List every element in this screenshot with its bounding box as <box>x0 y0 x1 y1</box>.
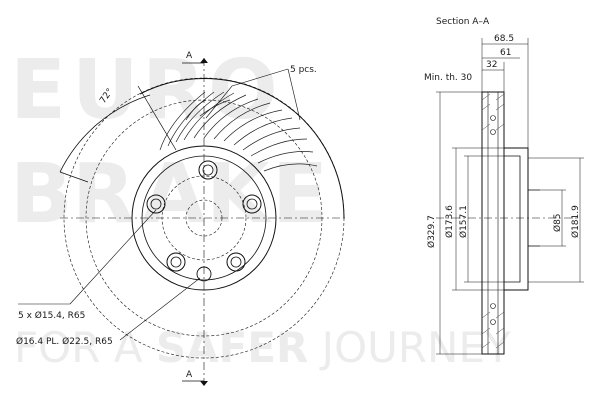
slogan-part-3: JOURNEY <box>308 323 511 372</box>
bolt-holes <box>146 160 262 282</box>
dim-61: 61 <box>500 48 511 58</box>
pilot-label: Ø16.4 PL. Ø22.5, R65 <box>16 336 113 347</box>
bolt-hole <box>198 160 218 180</box>
section-title: Section A–A <box>436 17 490 27</box>
section-marker-top: A <box>186 51 193 61</box>
watermark-letter-e1: E <box>10 43 66 138</box>
angle-ray-2 <box>59 171 89 183</box>
front-view: A A <box>16 51 345 386</box>
bolt-hole <box>226 252 246 272</box>
angle-ray-1 <box>137 85 177 151</box>
disc-visible-outline <box>139 78 345 219</box>
dim-157-1: Ø157.1 <box>458 205 469 238</box>
bolt-hole <box>166 252 186 272</box>
bolt-hole <box>146 194 166 214</box>
count-label: 5 pcs. <box>290 65 317 75</box>
disc-outer-edge <box>63 77 345 359</box>
vent-holes <box>490 115 496 325</box>
count-leader-2 <box>287 68 301 121</box>
watermark-letter-b: B <box>10 147 73 242</box>
slogan-part-1: FOR A <box>14 323 156 372</box>
bolt-hole <box>242 194 262 214</box>
dim-68-5: 68.5 <box>494 34 514 44</box>
pilot-leader <box>119 277 201 341</box>
section-marker-bottom: A <box>186 370 193 380</box>
section-arrowhead-bottom <box>200 381 208 386</box>
ring-hatching <box>481 93 505 349</box>
count-leader-1 <box>205 68 289 119</box>
hole-label: 5 x Ø15.4, R65 <box>18 310 85 321</box>
watermark-letter-e2: E <box>272 147 328 242</box>
bolt-circle <box>161 175 247 261</box>
min-thickness-label: Min. th. 30 <box>424 73 472 83</box>
friction-ring-outline <box>481 91 505 355</box>
hole-leader <box>69 209 157 305</box>
hat-inner <box>504 155 521 283</box>
watermark-letter-k: K <box>206 147 273 242</box>
angle-arc <box>59 94 151 173</box>
dim-85: Ø85 <box>552 213 563 232</box>
pilot-hole <box>196 266 212 282</box>
dim-32: 32 <box>486 60 497 70</box>
watermark-letter-o: O <box>208 43 278 138</box>
dim-329-7: Ø329.7 <box>426 215 437 248</box>
section-arrowhead-top <box>200 58 208 63</box>
watermark-slogan: FOR A SAFER JOURNEY <box>14 323 511 372</box>
brand-watermark: E U R O B R A K E FOR A SAFER JOURNEY <box>10 43 511 372</box>
watermark-letter-a: A <box>142 147 206 242</box>
watermark-letter-u: U <box>72 43 139 138</box>
slogan-part-2: SAFER <box>156 323 308 372</box>
dim-173-6: Ø173.6 <box>444 205 455 238</box>
center-bore <box>185 199 223 237</box>
watermark-letter-r2: R <box>72 147 135 242</box>
hub-outer <box>131 145 277 291</box>
dim-181-9: Ø181.9 <box>570 205 581 238</box>
hat-outline <box>504 147 529 291</box>
watermark-letter-r1: R <box>142 43 205 138</box>
hub-inner <box>141 155 267 281</box>
section-view: Section A–A Min. th. 30 68.5 61 32 <box>424 17 584 355</box>
